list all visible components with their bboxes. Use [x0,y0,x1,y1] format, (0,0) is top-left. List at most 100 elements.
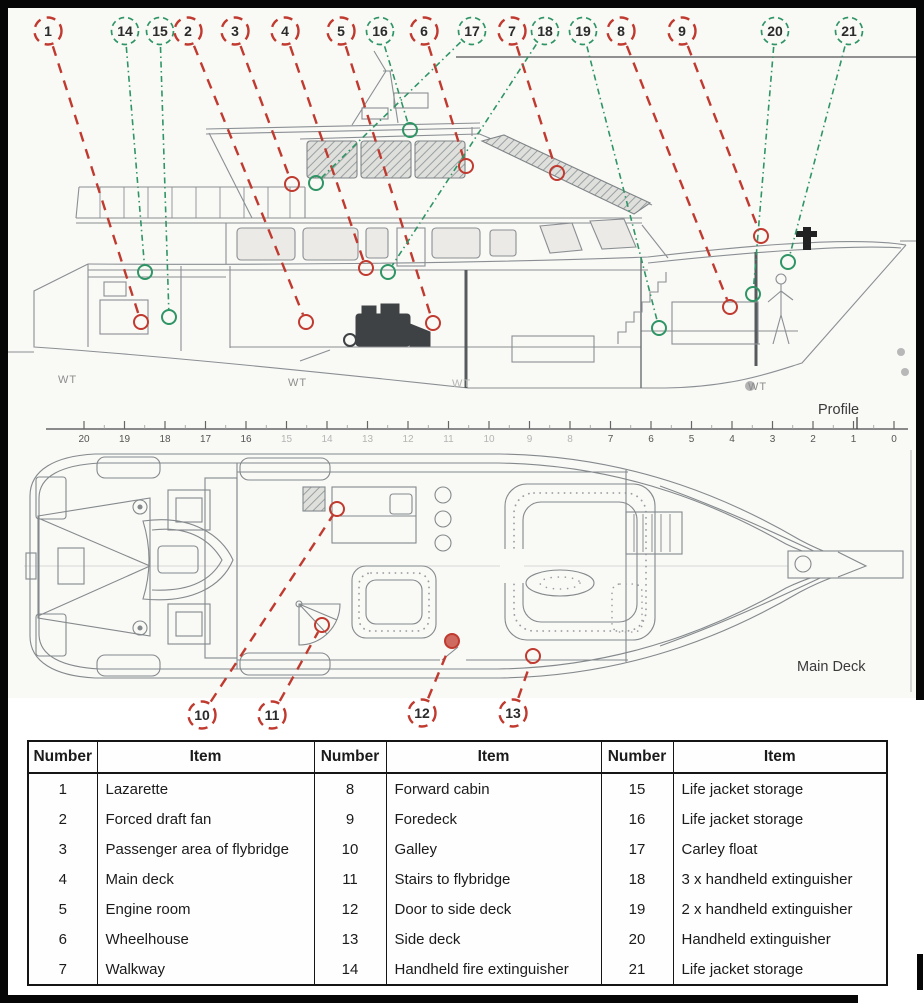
table-cell-number: 9 [313,804,387,834]
leader-endpoint-11 [314,617,330,633]
leader-endpoint-3 [284,176,300,192]
table-cell-number: 7 [27,954,98,985]
ruler-tick-label: 1 [851,434,857,445]
flybridge-windows [306,134,652,215]
table-cell-number: 10 [313,834,387,864]
table-cell-item: Life jacket storage [672,954,888,985]
callout-20: 20 [760,16,790,46]
callout-3: 3 [220,16,250,46]
person-figure [767,273,794,345]
callout-number: 16 [372,23,388,39]
leader-line-5 [344,45,432,316]
table-cell-item: Door to side deck [385,894,602,924]
callout-1: 1 [33,16,63,46]
plan-drawing [24,450,912,692]
table-cell-item: Wheelhouse [96,924,315,954]
leader-line-1 [51,45,140,315]
table-cell-item: Life jacket storage [672,773,888,804]
callout-number: 3 [231,23,239,39]
callout-number: 5 [337,23,345,39]
leader-endpoint-2 [298,314,314,330]
scan-border-bottom [0,995,858,1003]
table-cell-item: Engine room [96,894,315,924]
plan-hull-outline [29,453,870,679]
leader-line-9 [686,45,760,229]
leader-line-16 [383,46,409,123]
wheelhouse-windshield [480,134,652,215]
anchor-gear [796,227,817,250]
table-cell-number: 6 [27,924,98,954]
scan-mark [745,381,755,391]
scan-mark [901,368,909,376]
ruler-tick-label: 16 [240,434,252,445]
leader-endpoint-17 [308,175,324,191]
callout-15: 15 [145,16,175,46]
callout-11: 11 [257,700,287,730]
ruler-tick-label: 5 [689,434,695,445]
main-deck-view-label: Main Deck [797,659,866,675]
callout-16: 16 [365,16,395,46]
leader-line-17 [321,41,462,178]
table-cell-item: Carley float [672,834,888,864]
leader-line-19 [586,46,658,321]
leader-endpoint-1 [133,314,149,330]
leader-endpoint-20 [745,286,761,302]
leader-line-2 [192,45,305,316]
callout-5: 5 [326,16,356,46]
callout-number: 2 [184,23,192,39]
ruler-tick-label: 3 [770,434,776,445]
scan-mark [897,348,905,356]
table-cell-item: Foredeck [385,804,602,834]
table-cell-number: 17 [600,834,674,864]
callout-2: 2 [173,16,203,46]
leader-endpoint-8 [722,299,738,315]
table-cell-item: Forward cabin [385,773,602,804]
table-cell-number: 12 [313,894,387,924]
callout-number: 14 [117,23,133,39]
leader-endpoint-12 [444,633,460,649]
hull-outline [33,244,907,389]
spiral-stairs [295,600,341,646]
ruler-tick-label: 2 [810,434,816,445]
ruler-tick-label: 10 [483,434,495,445]
leader-endpoint-13 [525,648,541,664]
callout-number: 13 [505,705,521,721]
callout-number: 15 [152,23,168,39]
callout-number: 21 [841,23,857,39]
callout-number: 19 [575,23,591,39]
table-cell-number: 4 [27,864,98,894]
table-cell-number: 21 [600,954,674,985]
ruler-tick-label: 19 [119,434,131,445]
callout-6: 6 [409,16,439,46]
callout-number: 12 [414,705,430,721]
mast [351,50,429,126]
table-cell-number: 19 [600,894,674,924]
table-cell-number: 11 [313,864,387,894]
leader-endpoint-5 [425,315,441,331]
table-cell-item: Walkway [96,954,315,985]
callout-9: 9 [667,16,697,46]
callout-number: 18 [537,23,553,39]
callout-14: 14 [110,16,140,46]
callout-4: 4 [270,16,300,46]
main-deck-windows [236,218,637,267]
table-cell-item: Handheld extinguisher [672,924,888,954]
ruler-tick-label: 20 [78,434,90,445]
leader-line-15 [159,46,170,310]
callout-number: 10 [194,707,210,723]
wt-label: WT [748,381,768,393]
leader-line-6 [427,45,465,159]
table-cell-item: Stairs to flybridge [385,864,602,894]
leader-endpoint-4 [358,260,374,276]
tender-boat [142,519,234,601]
table-cell-item: Side deck [385,924,602,954]
ruler-tick-label: 9 [527,434,533,445]
callout-7: 7 [497,16,527,46]
column-header-number: Number [313,741,387,774]
sheer-line [87,240,907,265]
callout-number: 17 [464,23,480,39]
